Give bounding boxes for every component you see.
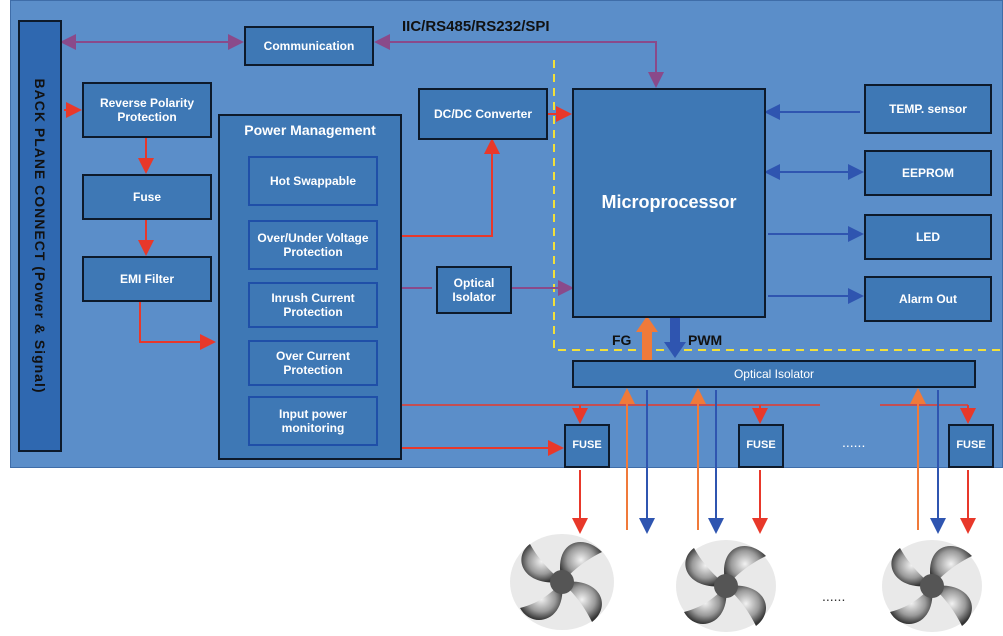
dcdc-label: DC/DC Converter (433, 106, 532, 121)
hot-swappable-block: Hot Swappable (248, 156, 378, 206)
pwm-label: PWM (688, 332, 723, 348)
bus-protocol-label: IIC/RS485/RS232/SPI (402, 18, 550, 35)
inrush-current-label: Inrush Current Protection (271, 290, 355, 319)
bus-link (374, 34, 664, 88)
fan-fuse-3-label: FUSE (956, 439, 986, 452)
led-label: LED (916, 229, 940, 244)
over-under-voltage-label: Over/Under Voltage Protection (257, 230, 369, 259)
fan-fuse-1-label: FUSE (572, 439, 602, 452)
fuse-label: Fuse (132, 189, 161, 204)
temp-sensor-label: TEMP. sensor (889, 101, 967, 116)
fan-icon-2 (676, 540, 776, 632)
hot-swappable-label: Hot Swappable (269, 173, 356, 188)
reverse-polarity-label: Reverse Polarity Protection (99, 95, 195, 124)
alarm-out-label: Alarm Out (898, 291, 957, 306)
fan-icon-1 (510, 534, 614, 630)
optical-isolator-small-label: Optical Isolator (452, 275, 496, 304)
fg-label: FG (612, 332, 632, 348)
emi-filter-label: EMI Filter (119, 271, 174, 286)
input-power-label: Input power monitoring (279, 406, 347, 435)
fan-fuse-2-label: FUSE (746, 439, 776, 452)
communication-block: Communication (244, 26, 374, 66)
emi-filter-block: EMI Filter (82, 256, 212, 302)
over-current-block: Over Current Protection (248, 340, 378, 386)
fuse-block: Fuse (82, 174, 212, 220)
power-management-title: Power Management (244, 122, 376, 138)
microprocessor-block: Microprocessor (572, 88, 766, 318)
inrush-current-block: Inrush Current Protection (248, 282, 378, 328)
fan-ellipsis: ...... (822, 588, 846, 604)
input-power-block: Input power monitoring (248, 396, 378, 446)
fuse-ellipsis: ...... (842, 434, 866, 450)
microprocessor-label: Microprocessor (601, 192, 737, 213)
dcdc-converter-block: DC/DC Converter (418, 88, 548, 140)
communication-label: Communication (263, 38, 355, 53)
fan-fuse-3: FUSE (948, 424, 994, 468)
reverse-polarity-block: Reverse Polarity Protection (82, 82, 212, 138)
led-block: LED (864, 214, 992, 260)
fan-fuse-1: FUSE (564, 424, 610, 468)
fan-icon-3 (882, 540, 982, 632)
eeprom-block: EEPROM (864, 150, 992, 196)
over-under-voltage-block: Over/Under Voltage Protection (248, 220, 378, 270)
fan-fuse-2: FUSE (738, 424, 784, 468)
over-current-label: Over Current Protection (275, 348, 351, 377)
alarm-out-block: Alarm Out (864, 276, 992, 322)
backplane-label: BACK PLANE CONNECT (Power & Signal) (32, 78, 48, 394)
eeprom-label: EEPROM (901, 165, 954, 180)
backplane-connector: BACK PLANE CONNECT (Power & Signal) (18, 20, 62, 452)
optical-isolator-bar: Optical Isolator (572, 360, 976, 388)
optical-isolator-bar-label: Optical Isolator (733, 366, 815, 381)
temp-sensor-block: TEMP. sensor (864, 84, 992, 134)
optical-isolator-small: Optical Isolator (436, 266, 512, 314)
